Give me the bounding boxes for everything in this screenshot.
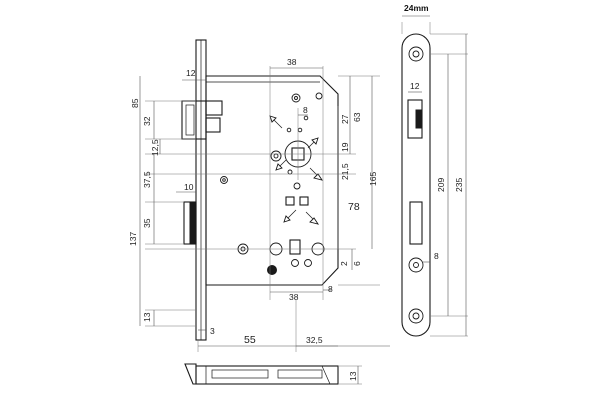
side-dim-8: 8: [434, 251, 439, 261]
dimension-lines-right: [270, 67, 373, 293]
dim-2: 2: [339, 261, 349, 266]
latch-bolt: [181, 100, 223, 140]
side-dim-209: 209: [436, 178, 446, 192]
dimension-lines-bottom: [198, 329, 390, 347]
dim-137: 137: [128, 232, 138, 246]
side-dim-12: 12: [410, 81, 420, 91]
dim-10: 10: [184, 182, 194, 192]
dim-78: 78: [348, 201, 360, 213]
backset-label: 24mm: [404, 3, 429, 13]
dim-13-right: 13: [348, 371, 358, 381]
dim-27: 27: [340, 114, 350, 124]
dim-6: 6: [352, 261, 362, 266]
bottom-view: [184, 363, 362, 385]
dim-12-5: 12,5: [150, 139, 160, 156]
dim-38-bottom: 38: [289, 292, 299, 302]
front-faceplate: [195, 39, 207, 341]
dim-32-5: 32,5: [306, 335, 323, 345]
side-dim-235: 235: [454, 178, 464, 192]
dim-12-top: 12: [186, 68, 196, 78]
cylinder-cutout: [267, 239, 325, 275]
dim-35: 35: [142, 218, 152, 228]
dim-8-bottom: 8: [328, 284, 333, 294]
dim-21-5: 21,5: [340, 163, 350, 180]
dim-13-left: 13: [142, 312, 152, 322]
dim-37-5: 37,5: [142, 171, 152, 188]
dim-55: 55: [244, 334, 256, 346]
dim-63: 63: [352, 112, 362, 122]
dim-165: 165: [368, 172, 378, 186]
dead-bolt: [183, 201, 197, 245]
dim-19: 19: [340, 142, 350, 152]
guide-lines: [145, 66, 380, 352]
dim-3: 3: [210, 326, 215, 336]
dim-32: 32: [142, 116, 152, 126]
dimension-lines-left: [139, 76, 206, 326]
lock-case: [205, 75, 339, 286]
dim-85: 85: [130, 98, 140, 108]
side-faceplate: [401, 15, 468, 337]
dim-8-top: 8: [303, 105, 308, 115]
dim-38-top: 38: [287, 57, 297, 67]
direction-arrows: [269, 115, 324, 225]
